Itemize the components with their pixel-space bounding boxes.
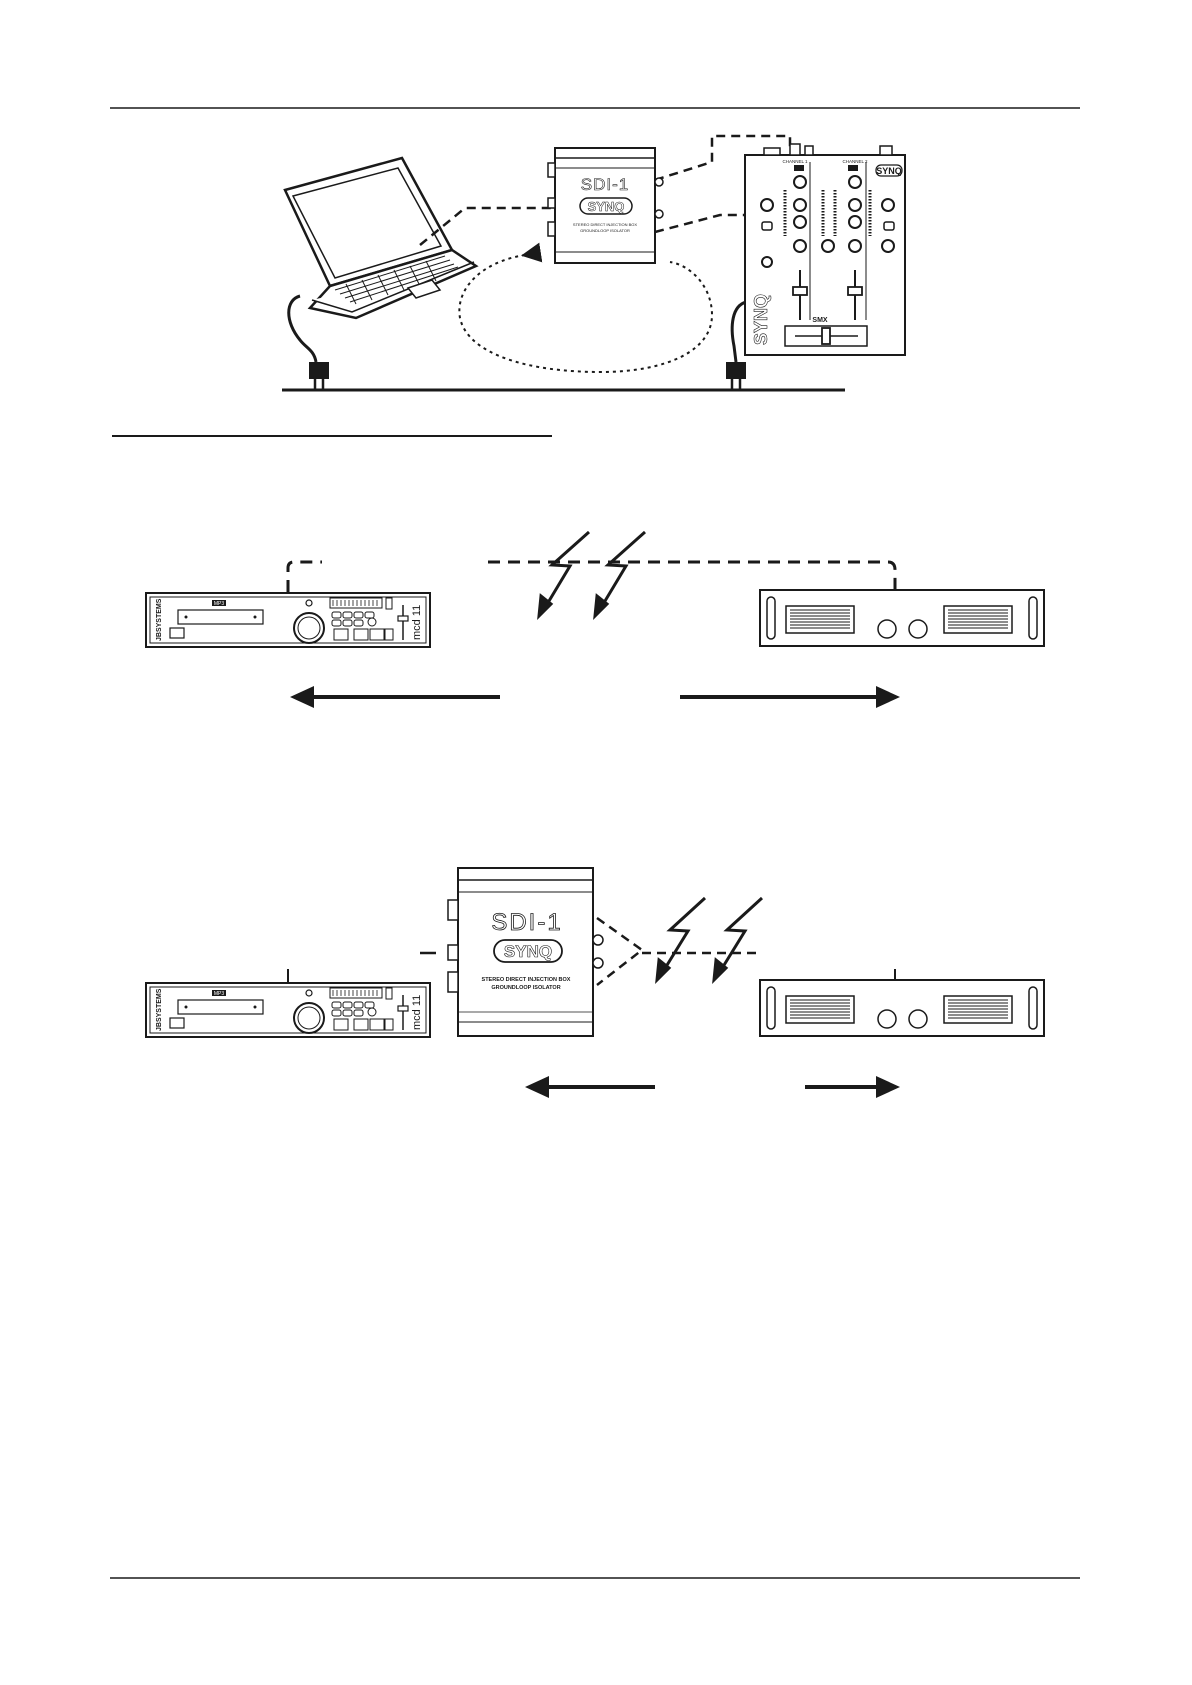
mixer-brand: SYNQ xyxy=(876,166,902,176)
mixer-power-cable xyxy=(732,302,746,362)
figure-interference: JBSYSTEMS MP3 xyxy=(146,532,1044,708)
sdi-to-mixer-cable-2 xyxy=(655,215,745,232)
cd-mp3: MP3 xyxy=(214,991,225,997)
cd-brand: JBSYSTEMS xyxy=(156,988,163,1031)
amplifier xyxy=(760,590,1044,646)
mixer-model: SMX xyxy=(812,317,828,324)
mixer-side-brand: SYNQ xyxy=(751,294,771,345)
sdi-line2: GROUNDLOOP ISOLATOR xyxy=(580,228,630,233)
mixer: CHANNEL 1 CHANNEL 2 SYNQ xyxy=(745,144,905,355)
cd-player: JBSYSTEMS MP3 xyxy=(146,983,430,1037)
sdi-line1: STEREO DIRECT INJECTION BOX xyxy=(573,222,637,227)
power-plug-icon xyxy=(309,362,329,390)
sdi-brand-label-large: SYNQ xyxy=(504,942,552,961)
arrow-right-icon xyxy=(805,1076,900,1098)
arrow-right-icon xyxy=(680,686,900,708)
sdi-brand-label: SYNQ xyxy=(588,199,625,214)
power-plug-icon xyxy=(726,362,746,390)
mixer-channel1: CHANNEL 1 xyxy=(782,159,808,164)
lightning-bolt-icon xyxy=(657,898,762,980)
cd-mp3: MP3 xyxy=(214,601,225,607)
cd-model: mcd 11 xyxy=(411,605,423,640)
sdi-box-small: SDI-1 SYNQ STEREO DIRECT INJECTION BOX G… xyxy=(548,148,663,263)
sdi-line1-large: STEREO DIRECT INJECTION BOX xyxy=(482,977,571,983)
cd-model: mcd 11 xyxy=(411,995,423,1030)
sdi-box-large: SDI-1 SYNQ STEREO DIRECT INJECTION BOX G… xyxy=(448,868,603,1036)
sdi-line2-large: GROUNDLOOP ISOLATOR xyxy=(491,985,560,991)
amplifier xyxy=(760,980,1044,1036)
sdi-model-label-large: SDI-1 xyxy=(491,909,562,936)
mixer-channel2: CHANNEL 2 xyxy=(842,159,868,164)
interference-cable xyxy=(288,562,322,592)
laptop-icon xyxy=(285,158,476,318)
ground-loop-icon xyxy=(459,255,712,372)
sdi-output-cable xyxy=(597,918,642,985)
figure-ground-loop: SDI-1 SYNQ STEREO DIRECT INJECTION BOX G… xyxy=(282,136,905,390)
arrow-left-icon xyxy=(525,1076,655,1098)
cd-brand: JBSYSTEMS xyxy=(156,598,163,641)
arrow-left-icon xyxy=(290,686,500,708)
figure-solution: SDI-1 SYNQ STEREO DIRECT INJECTION BOX G… xyxy=(146,868,1044,1098)
sdi-model-label: SDI-1 xyxy=(581,175,629,194)
lightning-bolt-icon xyxy=(539,532,645,616)
cd-player: JBSYSTEMS MP3 xyxy=(146,593,430,647)
